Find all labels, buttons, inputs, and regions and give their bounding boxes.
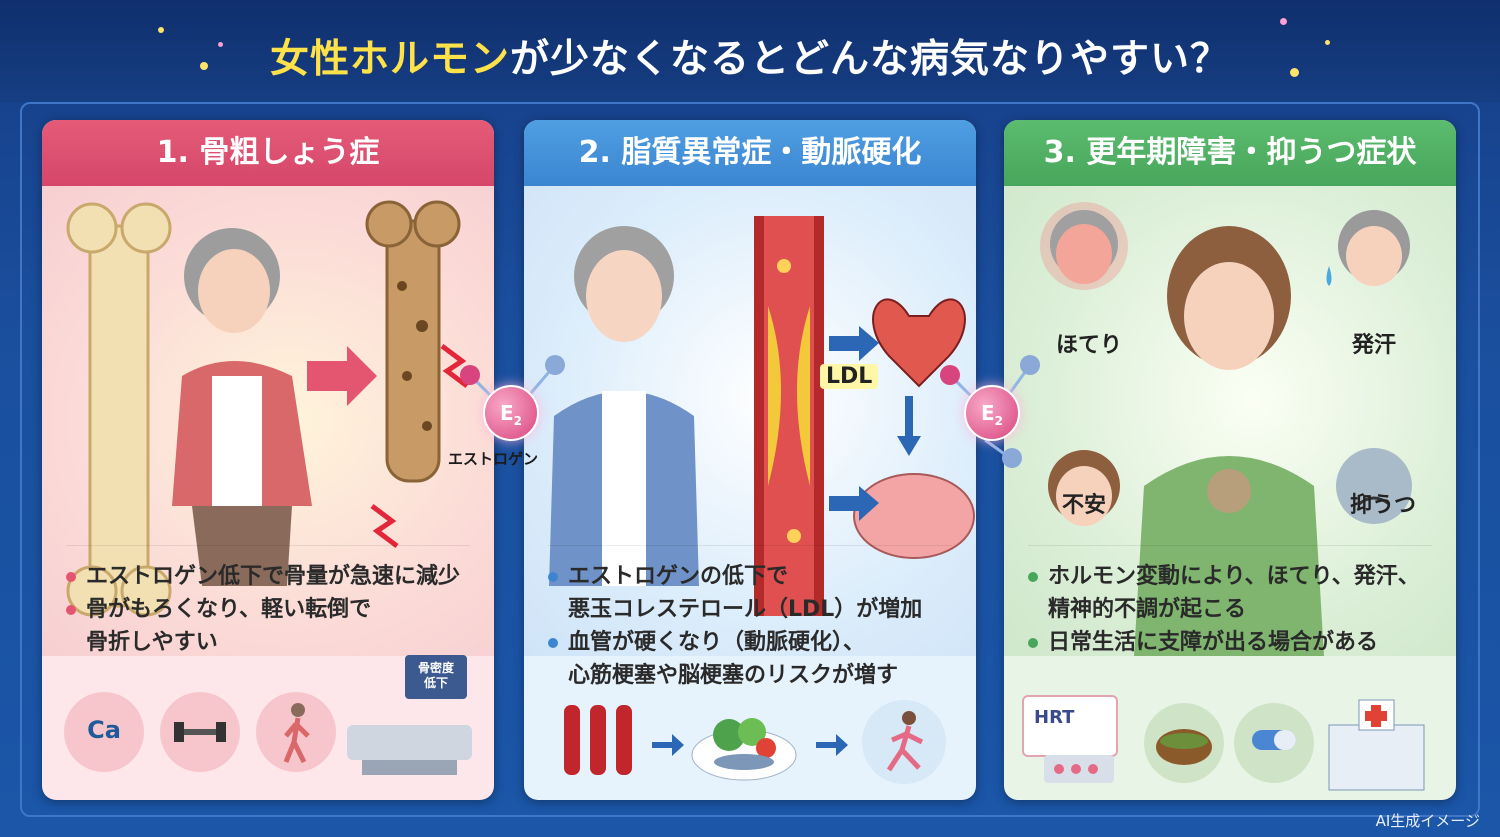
symptom-label-sweating: 発汗 bbox=[1352, 333, 1397, 358]
estrogen-sub: 2 bbox=[994, 414, 1004, 428]
dyslipidemia-svg bbox=[549, 216, 975, 616]
blood-test-tubes-icon bbox=[564, 705, 632, 775]
star-decor bbox=[218, 42, 223, 47]
panel-heading: 1. 骨粗しょう症 bbox=[42, 120, 494, 186]
panel-heading: 3. 更年期障害・抑うつ症状 bbox=[1004, 120, 1456, 186]
bone-density-label: 骨密度 低下 bbox=[417, 661, 454, 690]
symptom-label-depression: 抑うつ bbox=[1350, 493, 1417, 518]
woman-chest-pain-icon bbox=[1134, 226, 1324, 656]
treatment-icons bbox=[1044, 699, 1425, 791]
title-rest: が少なくなるとどんな病気なりやすい？ bbox=[510, 37, 1231, 82]
brain-icon bbox=[853, 473, 975, 559]
star-decor bbox=[1280, 18, 1287, 25]
prevention-icons bbox=[564, 700, 946, 784]
artery-icon bbox=[754, 216, 824, 616]
arrow-right-icon bbox=[829, 326, 879, 361]
jogging-icon bbox=[862, 700, 946, 784]
calcium-label: Ca bbox=[87, 716, 121, 744]
divider bbox=[66, 545, 470, 546]
healthy-bone-icon bbox=[66, 202, 172, 617]
content-frame bbox=[20, 102, 1480, 817]
star-decor bbox=[1325, 40, 1330, 45]
herbal-medicine-icon bbox=[1144, 703, 1224, 783]
bullet-item: 日常生活に支障が出る場合がある bbox=[1028, 626, 1448, 659]
arrow-right-icon bbox=[652, 734, 684, 756]
heart-icon bbox=[872, 298, 966, 388]
divider bbox=[548, 545, 952, 546]
bullet-list: ホルモン変動により、ほてり、発汗、 精神的不調が起こる 日常生活に支障が出る場合… bbox=[1028, 560, 1448, 659]
estrogen-symbol: E bbox=[499, 401, 514, 425]
hrt-label: HRT bbox=[1034, 707, 1075, 728]
symptom-label-anxiety: 不安 bbox=[1062, 493, 1107, 518]
bullet-item: 血管が硬くなり（動脈硬化）、 心筋梗塞や脳梗塞のリスクが増す bbox=[548, 626, 968, 692]
osteoporosis-svg bbox=[66, 200, 469, 617]
scanner-base bbox=[362, 760, 457, 775]
dumbbell-icon bbox=[160, 692, 240, 772]
estrogen-molecule-icon: E2 bbox=[483, 385, 539, 441]
sweating-face-icon bbox=[1326, 210, 1410, 286]
arrow-right-icon bbox=[829, 486, 879, 521]
arrow-right-icon bbox=[307, 346, 377, 406]
estrogen-label: エストロゲン bbox=[448, 450, 539, 468]
bullet-item: ホルモン変動により、ほてり、発汗、 精神的不調が起こる bbox=[1028, 560, 1448, 626]
symptom-label-hot-flash: ほてり bbox=[1056, 333, 1123, 358]
star-decor bbox=[200, 62, 208, 70]
menopause-illustration bbox=[1004, 186, 1456, 656]
menopause-svg bbox=[1040, 202, 1412, 656]
pill-blister-icon bbox=[1044, 755, 1114, 783]
bullet-item: エストロゲンの低下で 悪玉コレステロール（LDL）が増加 bbox=[548, 560, 968, 626]
star-decor bbox=[1290, 68, 1299, 77]
bullet-list: エストロゲンの低下で 悪玉コレステロール（LDL）が増加 血管が硬くなり（動脈硬… bbox=[548, 560, 968, 692]
panel-dyslipidemia: 2. 脂質異常症・動脈硬化 bbox=[524, 120, 976, 800]
arrow-right-icon bbox=[816, 734, 848, 756]
osteoporosis-illustration bbox=[42, 186, 494, 656]
brittle-bone-icon bbox=[365, 200, 469, 483]
estrogen-molecule-icon: E2 bbox=[964, 385, 1020, 441]
bullet-item: エストロゲン低下で骨量が急速に減少 bbox=[66, 560, 486, 593]
ai-generated-note: AI生成イメージ bbox=[1375, 812, 1480, 830]
bone-density-scanner-icon: 骨密度 低下 bbox=[347, 655, 477, 785]
bullet-item: 骨がもろくなり、軽い転倒で 骨折しやすい bbox=[66, 593, 486, 659]
calcium-icon: Ca bbox=[64, 692, 144, 772]
title-band bbox=[0, 0, 1500, 102]
woman-back-pain-icon bbox=[172, 228, 312, 586]
dyslipidemia-illustration bbox=[524, 186, 976, 656]
bullet-list: エストロゲン低下で骨量が急速に減少 骨がもろくなり、軽い転倒で 骨折しやすい bbox=[66, 560, 486, 659]
pain-spark-icon bbox=[370, 504, 399, 548]
depressed-face-icon bbox=[1336, 448, 1412, 524]
woman-portrait-icon bbox=[549, 226, 699, 586]
page-title: 女性ホルモンが少なくなるとどんな病気なりやすい？ bbox=[0, 28, 1500, 84]
panel-heading: 2. 脂質異常症・動脈硬化 bbox=[524, 120, 976, 186]
capsule-icon bbox=[1234, 703, 1314, 783]
hospital-icon bbox=[1328, 699, 1425, 791]
panel-menopause: 3. 更年期障害・抑うつ症状 bbox=[1004, 120, 1456, 800]
estrogen-symbol: E bbox=[980, 401, 995, 425]
title-highlight: 女性ホルモン bbox=[269, 37, 510, 82]
ldl-label: LDL bbox=[820, 364, 879, 389]
anxious-face-icon bbox=[1048, 450, 1120, 526]
hrt-card-icon: HRT bbox=[1022, 695, 1118, 757]
star-decor bbox=[158, 27, 164, 33]
estrogen-sub: 2 bbox=[513, 414, 523, 428]
panel-osteoporosis: 1. 骨粗しょう症 bbox=[42, 120, 494, 800]
walking-icon bbox=[256, 692, 336, 772]
hot-flash-face-icon bbox=[1040, 202, 1128, 290]
bone-density-sign: 骨密度 低下 bbox=[405, 655, 467, 699]
scanner-bed bbox=[347, 725, 472, 760]
divider bbox=[1028, 545, 1432, 546]
healthy-food-icon bbox=[691, 718, 797, 781]
